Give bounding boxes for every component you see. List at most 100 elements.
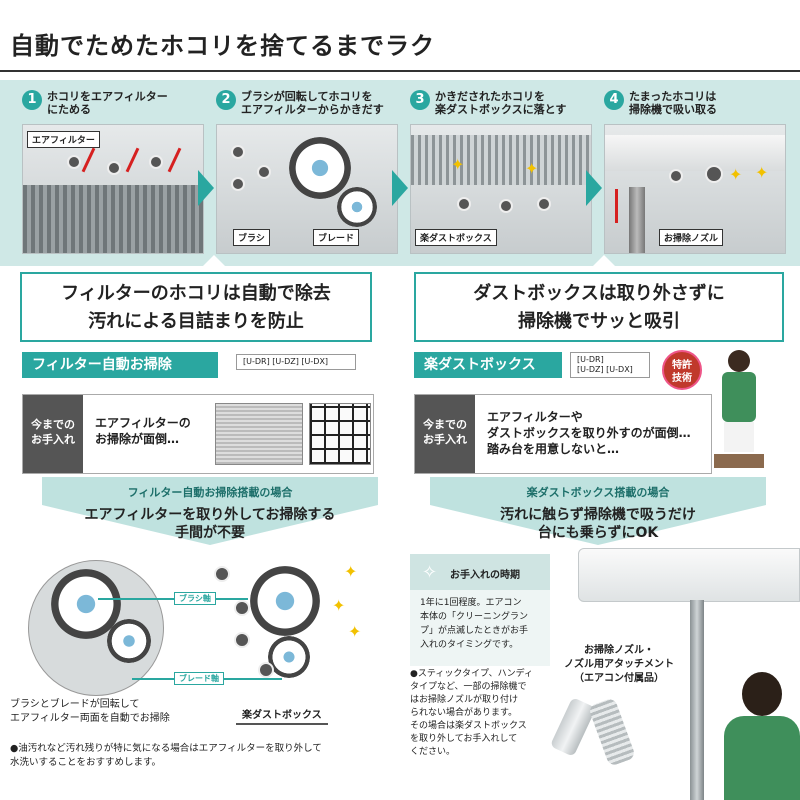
red-arrow-icon: [81, 147, 96, 173]
dust-particle: [231, 177, 245, 191]
sparkle-icon: ✦: [451, 155, 465, 174]
steps-band: 1 ホコリをエアフィルター にためる エアフィルター 2 ブラシが回転してホコリ…: [0, 80, 800, 266]
sparkle-icon: ✦: [525, 159, 539, 178]
dust-particle: [149, 155, 163, 169]
step-number: 3: [410, 90, 430, 110]
dust-particle: [705, 165, 723, 183]
vacuum-pipe-image: [690, 600, 704, 800]
step-photo-dustbox: ✦ ✦ 楽ダストボックス: [410, 124, 592, 254]
left-result-band: [42, 477, 378, 557]
brush-axis-connector: [98, 598, 248, 600]
maintenance-timing-card: ✧ お手入れの時期 1年に1回程度。エアコン 本体の「クリーニングラン プ」が点…: [410, 554, 550, 666]
brush-gear-icon: [250, 566, 320, 636]
tag-air-filter: エアフィルター: [27, 131, 100, 148]
timing-body: 1年に1回程度。エアコン 本体の「クリーニングラン プ」が点滅したときがお手 入…: [420, 598, 529, 650]
air-conditioner-image: [578, 548, 800, 602]
sparkle-icon: ✦: [348, 622, 362, 641]
page-title: 自動でためたホコリを捨てるまでラク: [10, 32, 435, 60]
tag-dustbox: 楽ダストボックス: [415, 229, 497, 246]
sparkle-icon: ✧: [422, 562, 438, 583]
left-feature-models: [U-DR] [U-DZ] [U-DX]: [236, 354, 356, 370]
left-headline-line2: 汚れによる目詰まりを防止: [88, 311, 304, 332]
dust-particle: [67, 155, 81, 169]
tag-blade: ブレード: [313, 229, 360, 246]
dust-particle: [537, 197, 551, 211]
step-3: 3 かきだされたホコリを 楽ダストボックスに落とす ✦ ✦ 楽ダストボックス: [410, 80, 592, 266]
before-text: エアフィルターの お掃除が面倒…: [95, 416, 191, 446]
dust-particle: [107, 161, 121, 175]
blade-gear-icon: [337, 187, 377, 227]
step-text: ホコリをエアフィルター にためる: [47, 90, 168, 116]
diagram-caption: ブラシとブレードが回転して エアフィルター両面を自動でお掃除: [10, 699, 170, 724]
chevron-right-icon: [198, 170, 214, 206]
blade-gear-icon: [107, 619, 151, 663]
step-photo-vacuum: ✦ ✦ お掃除ノズル: [604, 124, 786, 254]
filter-cleaning-photo: [309, 403, 371, 465]
tag-nozzle: お掃除ノズル: [659, 229, 724, 246]
step-number: 4: [604, 90, 624, 110]
dust-particle: [257, 165, 271, 179]
dust-particle: [457, 197, 471, 211]
dust-particle: [214, 566, 230, 582]
filter-photo: [215, 403, 303, 465]
left-before-box: 今までの お手入れ エアフィルターの お掃除が面倒…: [22, 394, 374, 474]
right-result-band: [430, 477, 766, 557]
dust-particle: [231, 145, 245, 159]
dust-particle: [234, 600, 250, 616]
blade-axis-label: ブレード軸: [174, 672, 224, 685]
dustbox-label: 楽ダストボックス: [236, 704, 328, 725]
patent-badge: 特許 技術: [662, 350, 702, 390]
left-note: ●油汚れなど汚れ残りが特に気になる場合はエアフィルターを取り外して 水洗いするこ…: [10, 743, 322, 768]
left-headline: フィルターのホコリは自動で除去 汚れによる目詰まりを防止: [20, 272, 372, 342]
before-label: 今までの お手入れ: [23, 395, 83, 473]
brush-axis-label: ブラシ軸: [174, 592, 216, 605]
blade-gear-icon: [268, 636, 310, 678]
step-text: ブラシが回転してホコリを エアフィルターからかきだす: [241, 90, 384, 116]
left-band-subtitle: フィルター自動お掃除搭載の場合: [127, 486, 293, 499]
red-arrow-icon: [615, 189, 618, 223]
sparkle-icon: ✦: [344, 562, 358, 581]
red-arrow-icon: [125, 147, 140, 173]
step-2: 2 ブラシが回転してホコリを エアフィルターからかきだす ブラシ ブレード: [216, 80, 398, 266]
left-band-main: エアフィルターを取り外してお掃除する 手間が不要: [84, 507, 336, 541]
right-feature-bar: 楽ダストボックス: [414, 352, 562, 378]
title-divider: [0, 70, 800, 72]
chevron-right-icon: [586, 170, 602, 206]
step-photo-brush: ブラシ ブレード: [216, 124, 398, 254]
patent-text: 特許 技術: [672, 360, 692, 384]
dust-particle: [669, 169, 683, 183]
pointer-tab: [584, 255, 624, 275]
step-4: 4 たまったホコリは 掃除機で吸い取る ✦ ✦ お掃除ノズル: [604, 80, 786, 266]
right-before-box: 今までの お手入れ エアフィルターや ダストボックスを取り外すのが面倒… 踏み台…: [414, 394, 712, 474]
left-feature-bar: フィルター自動お掃除: [22, 352, 218, 378]
person-illustration: [724, 672, 800, 800]
red-arrow-icon: [167, 147, 182, 173]
right-headline-line1: ダストボックスは取り外さずに: [473, 283, 725, 304]
right-headline-line2: 掃除機でサッと吸引: [518, 311, 680, 332]
step-text: たまったホコリは 掃除機で吸い取る: [629, 90, 717, 116]
right-band-main: 汚れに触らず掃除機で吸うだけ 台にも乗らずにOK: [500, 507, 696, 541]
brush-blade-diagram: ブラシ軸 ブレード軸 ✦ ✦ ✦: [28, 556, 378, 696]
right-feature-models: [U-DR] [U-DZ] [U-DX]: [570, 352, 650, 378]
tag-brush: ブラシ: [233, 229, 270, 246]
before-label: 今までの お手入れ: [415, 395, 475, 473]
timing-title: お手入れの時期: [450, 570, 520, 581]
step-1: 1 ホコリをエアフィルター にためる エアフィルター: [22, 80, 204, 266]
left-headline-line1: フィルターのホコリは自動で除去: [61, 283, 331, 304]
dust-particle: [258, 662, 274, 678]
right-headline: ダストボックスは取り外さずに 掃除機でサッと吸引: [414, 272, 784, 342]
pointer-tab: [194, 255, 234, 275]
dust-particle: [499, 199, 513, 213]
nozzle-attachment-image: [587, 697, 637, 767]
dust-particle: [234, 632, 250, 648]
brush-gear-icon: [51, 569, 121, 639]
step-text: かきだされたホコリを 楽ダストボックスに落とす: [435, 90, 567, 116]
sparkle-icon: ✦: [332, 596, 346, 615]
right-note: ●スティックタイプ、ハンディ タイプなど、一部の掃除機で はお掃除ノズルが取り付…: [410, 669, 534, 757]
sparkle-icon: ✦: [729, 165, 743, 184]
before-text: エアフィルターや ダストボックスを取り外すのが面倒… 踏み台を用意しないと…: [487, 410, 691, 456]
right-band-subtitle: 楽ダストボックス搭載の場合: [526, 486, 670, 499]
nozzle-label: お掃除ノズル・ ノズル用アタッチメント （エアコン付属品）: [564, 645, 674, 684]
sparkle-icon: ✦: [755, 163, 769, 182]
brush-gear-icon: [289, 137, 351, 199]
